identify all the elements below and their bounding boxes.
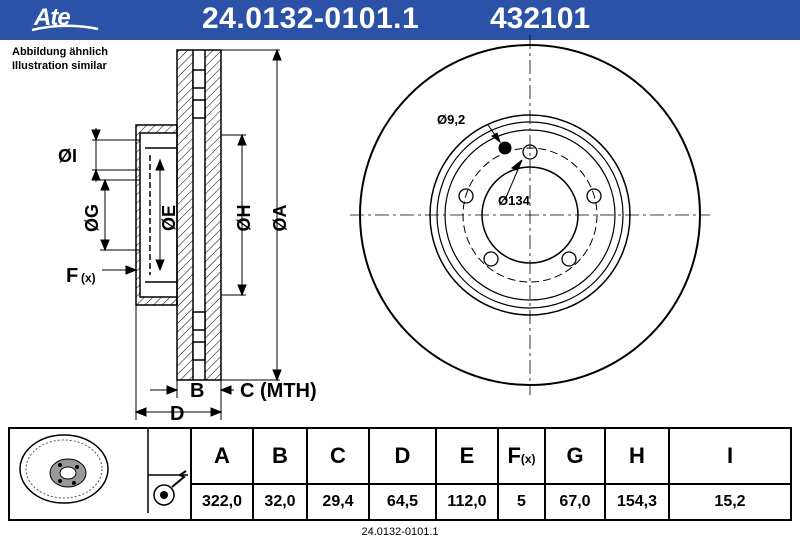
part-number: 24.0132-0101.1 — [202, 2, 420, 35]
col-header-h: H — [604, 426, 670, 486]
disc-thumbnail-icon — [19, 429, 188, 513]
col-header-f: F(x) — [497, 426, 546, 486]
disc-cross-section — [135, 49, 222, 381]
front-view-dimensions — [487, 124, 523, 201]
col-header-a: A — [190, 426, 254, 486]
col-header-g: G — [544, 426, 606, 486]
label-dim-f: F — [66, 265, 78, 287]
value-g: 67,0 — [544, 483, 606, 521]
col-header-c: C — [306, 426, 370, 486]
col-header-f-letter: F — [507, 443, 521, 469]
col-header-f-sub: (x) — [520, 452, 536, 467]
label-dim-d: D — [170, 403, 184, 425]
label-dim-f-sub: (x) — [81, 271, 96, 285]
spec-table: A B C D E F(x) G H I 322,0 32,0 29,4 64,… — [8, 426, 792, 521]
label-dim-c: C (MTH) — [240, 380, 317, 402]
section-dimensions — [91, 48, 282, 420]
label-dim-e: ØE — [159, 205, 179, 231]
value-a: 322,0 — [190, 483, 254, 521]
reference-number: 432101 — [490, 2, 591, 35]
label-dim-a: ØA — [270, 204, 290, 231]
header-bar: Ate 24.0132-0101.1 432101 — [0, 0, 800, 40]
note-english: Illustration similar — [12, 60, 107, 72]
value-f: 5 — [497, 483, 546, 521]
value-b: 32,0 — [252, 483, 308, 521]
footer-part-number: 24.0132-0101.1 — [361, 526, 439, 538]
col-header-i: I — [668, 426, 792, 486]
label-pcd: Ø134 — [498, 193, 531, 208]
label-dim-i: ØI — [58, 146, 77, 166]
value-d: 64,5 — [368, 483, 437, 521]
logo-swoosh-icon — [31, 24, 99, 32]
value-i: 15,2 — [668, 483, 792, 521]
disc-front-view — [350, 35, 710, 395]
col-header-b: B — [252, 426, 308, 486]
value-c: 29,4 — [306, 483, 370, 521]
col-header-d: D — [368, 426, 437, 486]
col-header-e: E — [435, 426, 499, 486]
label-dim-b: B — [190, 380, 204, 402]
label-dim-h: ØH — [234, 205, 254, 232]
value-h: 154,3 — [604, 483, 670, 521]
label-dim-g: ØG — [82, 204, 102, 232]
label-hole-diameter: Ø9,2 — [437, 112, 465, 127]
note-german: Abbildung ähnlich — [12, 46, 108, 58]
value-e: 112,0 — [435, 483, 499, 521]
product-thumbnail-cell — [8, 427, 192, 521]
